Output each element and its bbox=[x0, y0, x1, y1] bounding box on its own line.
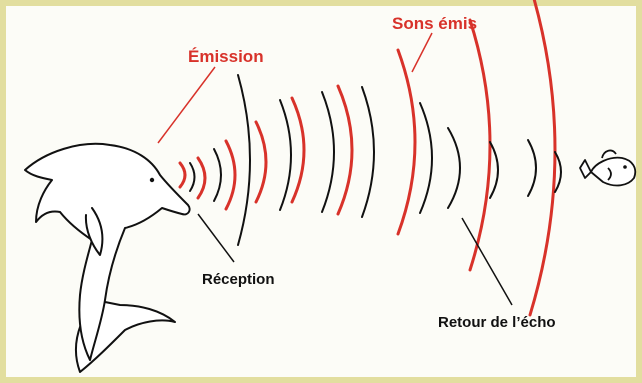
emitted-wave-arc bbox=[530, 0, 555, 315]
emitted-wave-arc bbox=[470, 20, 490, 270]
echo-wave-arc bbox=[214, 149, 221, 201]
echo-wave-arc bbox=[420, 103, 432, 213]
echo-wave-arc bbox=[190, 163, 195, 191]
emitted-wave-arc bbox=[256, 122, 266, 202]
reception-leader-line bbox=[198, 214, 234, 262]
echo-wave-arc bbox=[280, 100, 291, 210]
retour-echo-label: Retour de l’écho bbox=[438, 314, 556, 331]
emitted-wave-arc bbox=[338, 86, 352, 214]
emitted-wave-arc bbox=[398, 50, 415, 234]
emitted-wave-arc bbox=[226, 141, 235, 209]
emission-leader-line bbox=[158, 67, 215, 143]
echo-wave-arc bbox=[322, 92, 334, 212]
retour-echo-leader-line bbox=[462, 218, 512, 305]
dolphin-illustration bbox=[25, 144, 190, 372]
echo-sound-waves bbox=[190, 75, 561, 245]
emitted-wave-arc bbox=[180, 163, 185, 187]
echo-wave-arc bbox=[238, 75, 250, 245]
echo-wave-arc bbox=[362, 87, 374, 217]
sons-emis-leader-line bbox=[412, 33, 432, 72]
emission-label: Émission bbox=[188, 47, 264, 66]
sons-emis-label: Sons émis bbox=[392, 14, 477, 33]
echo-wave-arc bbox=[448, 128, 460, 208]
fish-illustration bbox=[580, 151, 635, 186]
emitted-wave-arc bbox=[198, 158, 205, 198]
emitted-wave-arc bbox=[292, 98, 304, 202]
reception-label: Réception bbox=[202, 271, 275, 288]
echo-wave-arc bbox=[528, 140, 536, 196]
